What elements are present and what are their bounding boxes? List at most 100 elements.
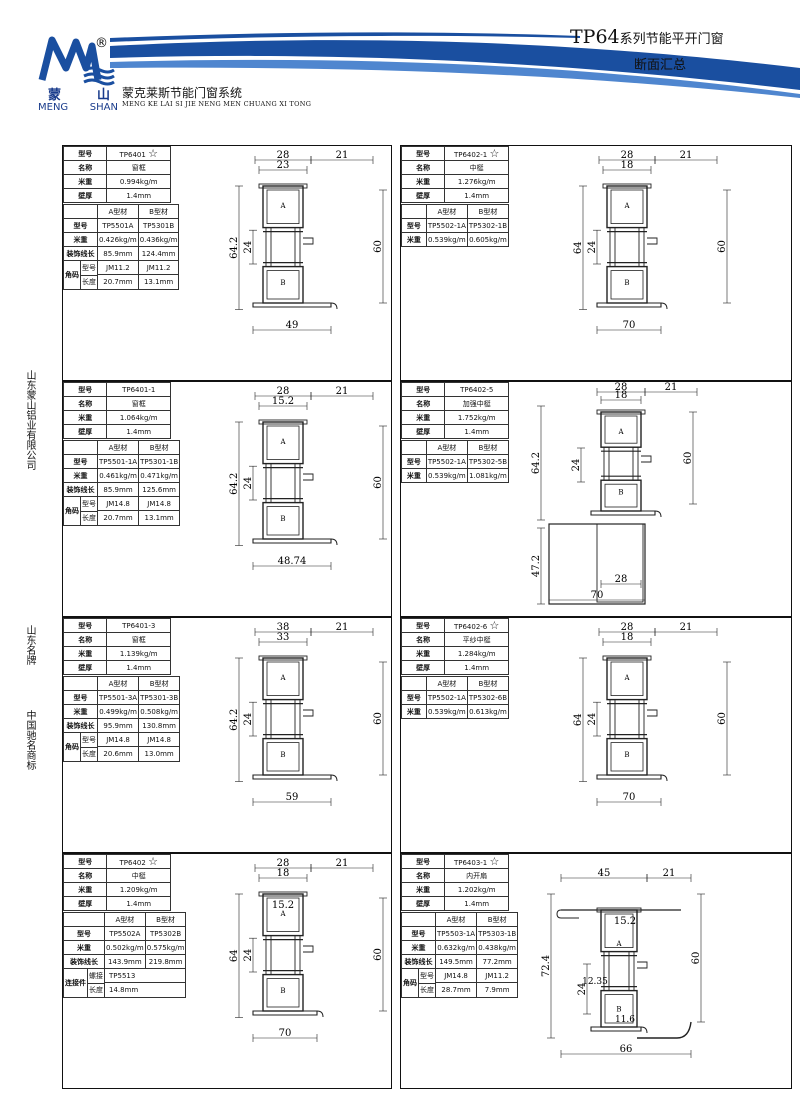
spec-b-weight: 0.605kg/m xyxy=(466,232,510,247)
spec-name: 内开扇 xyxy=(444,868,509,883)
spec-label-weight-2: 米重 xyxy=(401,232,427,247)
spec-blank xyxy=(63,912,105,927)
spec-label-wall: 壁厚 xyxy=(62,188,108,203)
part-b-label: B xyxy=(624,279,629,287)
dim-top1: 28 xyxy=(277,858,290,869)
spec-b-weight: 0.575kg/m xyxy=(144,940,187,955)
dim-left: 64 xyxy=(573,713,584,726)
spec-label-weight-2: 米重 xyxy=(63,232,98,247)
part-b-label: B xyxy=(616,1005,621,1013)
dim-mid: 24 xyxy=(571,459,582,472)
spec-b-model: TP5303-1B xyxy=(476,926,519,941)
spec-model: TP6401-1 xyxy=(122,385,156,394)
spec-label-length: 长度 xyxy=(82,514,96,523)
spec-label-line: 装饰线长 xyxy=(63,246,98,261)
spec-a-len: 28.7mm xyxy=(441,986,471,994)
spec-label-model-2: 型号 xyxy=(63,218,98,233)
spec-a-model: TP5502-1A xyxy=(425,690,468,705)
logo-cn-2: 山 xyxy=(96,88,110,103)
dim-right: 60 xyxy=(717,240,728,253)
spec-a-model: TP5501-3A xyxy=(96,690,140,705)
spec-label-corner: 角码 xyxy=(64,497,81,525)
spec-a-head: A型材 xyxy=(97,204,139,219)
spec-a-model: TP5502A xyxy=(104,926,146,941)
spec-model: TP6402 xyxy=(119,859,146,867)
spec-name: 窗框 xyxy=(106,632,171,647)
spec-wall: 1.4mm xyxy=(106,896,171,911)
dim-bottom: 70 xyxy=(591,590,604,601)
spec-label-model: 型号 xyxy=(62,382,108,397)
spec-weight: 1.064kg/m xyxy=(106,410,171,425)
spec-a-model: TP5501A xyxy=(97,218,139,233)
spec-label-model-2: 型号 xyxy=(401,690,427,705)
section-drawing: AB 28 21 18 64.2 60 24 47.2 28 70 xyxy=(531,382,698,605)
part-b-label: B xyxy=(280,751,285,759)
section-drawing: AB 28 21 18 64 60 24 70 xyxy=(573,622,731,806)
spec-label-weight-2: 米重 xyxy=(63,940,105,955)
spec-a-weight: 0.632kg/m xyxy=(434,940,478,955)
spec-name: 窗框 xyxy=(106,160,171,175)
spec-b-len: 7.9mm xyxy=(484,986,510,994)
part-b-label: B xyxy=(280,987,285,995)
dim-top3: 15.2 xyxy=(272,396,294,407)
spec-b-weight: 0.508kg/m xyxy=(138,704,181,719)
star-icon: ☆ xyxy=(148,147,158,160)
dim-mid: 24 xyxy=(243,949,254,962)
brand-award-1: 山东名牌 xyxy=(24,625,35,665)
spec-a-weight: 0.499kg/m xyxy=(96,704,140,719)
logo-en-2: SHAN xyxy=(89,102,118,113)
spec-label-model: 型号 xyxy=(400,146,446,161)
spec-label-code: 型号 xyxy=(80,261,97,276)
spec-a-code: JM14.8 xyxy=(98,497,139,511)
dim-top1: 28 xyxy=(277,386,290,397)
spec-model-cell: TP6401-1 xyxy=(106,382,171,397)
spec-wall: 1.4mm xyxy=(106,188,171,203)
spec-b-weight: 0.438kg/m xyxy=(476,940,519,955)
spec-corner-group: 角码 型号 长度 xyxy=(63,732,98,762)
spec-blank xyxy=(63,440,98,455)
spec-blank xyxy=(401,204,427,219)
title-main: TP64 xyxy=(570,26,620,48)
part-a-label: A xyxy=(279,438,286,446)
spec-a-weight: 0.502kg/m xyxy=(104,940,146,955)
dim-right: 60 xyxy=(373,476,384,489)
spec-b-code: JM14.8 xyxy=(139,733,180,747)
dim-right: 60 xyxy=(683,452,694,465)
spec-model: TP6402-1 xyxy=(453,151,488,159)
dim-top2: 21 xyxy=(336,386,349,397)
part-a-label: A xyxy=(279,674,286,682)
brand-name-en: MENG KE LAI SI JIE NENG MEN CHUANG XI TO… xyxy=(122,100,312,108)
spec-name: 中梃 xyxy=(444,160,509,175)
spec-b-model: TP5302-6B xyxy=(466,690,510,705)
logo-cn-1: 蒙 xyxy=(48,88,62,103)
spec-label-wall: 壁厚 xyxy=(62,896,108,911)
dim-top3: 33 xyxy=(277,632,290,643)
dim-top1: 28 xyxy=(277,150,290,161)
spec-label-weight-2: 米重 xyxy=(401,940,436,955)
logo-en-1: MENG xyxy=(38,102,69,113)
spec-model-cell: TP6401-3 xyxy=(106,618,171,633)
spec-b-len: 13.0mm xyxy=(144,750,174,758)
part-b-label: B xyxy=(280,279,285,287)
spec-model-cell: TP6402-1 ☆ xyxy=(444,146,509,161)
spec-a-head: A型材 xyxy=(96,676,140,691)
dim-top2: 21 xyxy=(336,622,349,633)
spec-a-code: JM11.2 xyxy=(98,261,138,275)
star-icon: ☆ xyxy=(489,147,500,160)
spec-weight: 1.139kg/m xyxy=(106,646,171,661)
spec-blank xyxy=(401,440,427,455)
spec-wall: 1.4mm xyxy=(106,424,171,439)
company-name: 山东蒙山铝业有限公司 xyxy=(24,370,35,470)
spec-name: 中梃 xyxy=(106,868,171,883)
spec-label-line: 装饰线长 xyxy=(63,482,98,497)
